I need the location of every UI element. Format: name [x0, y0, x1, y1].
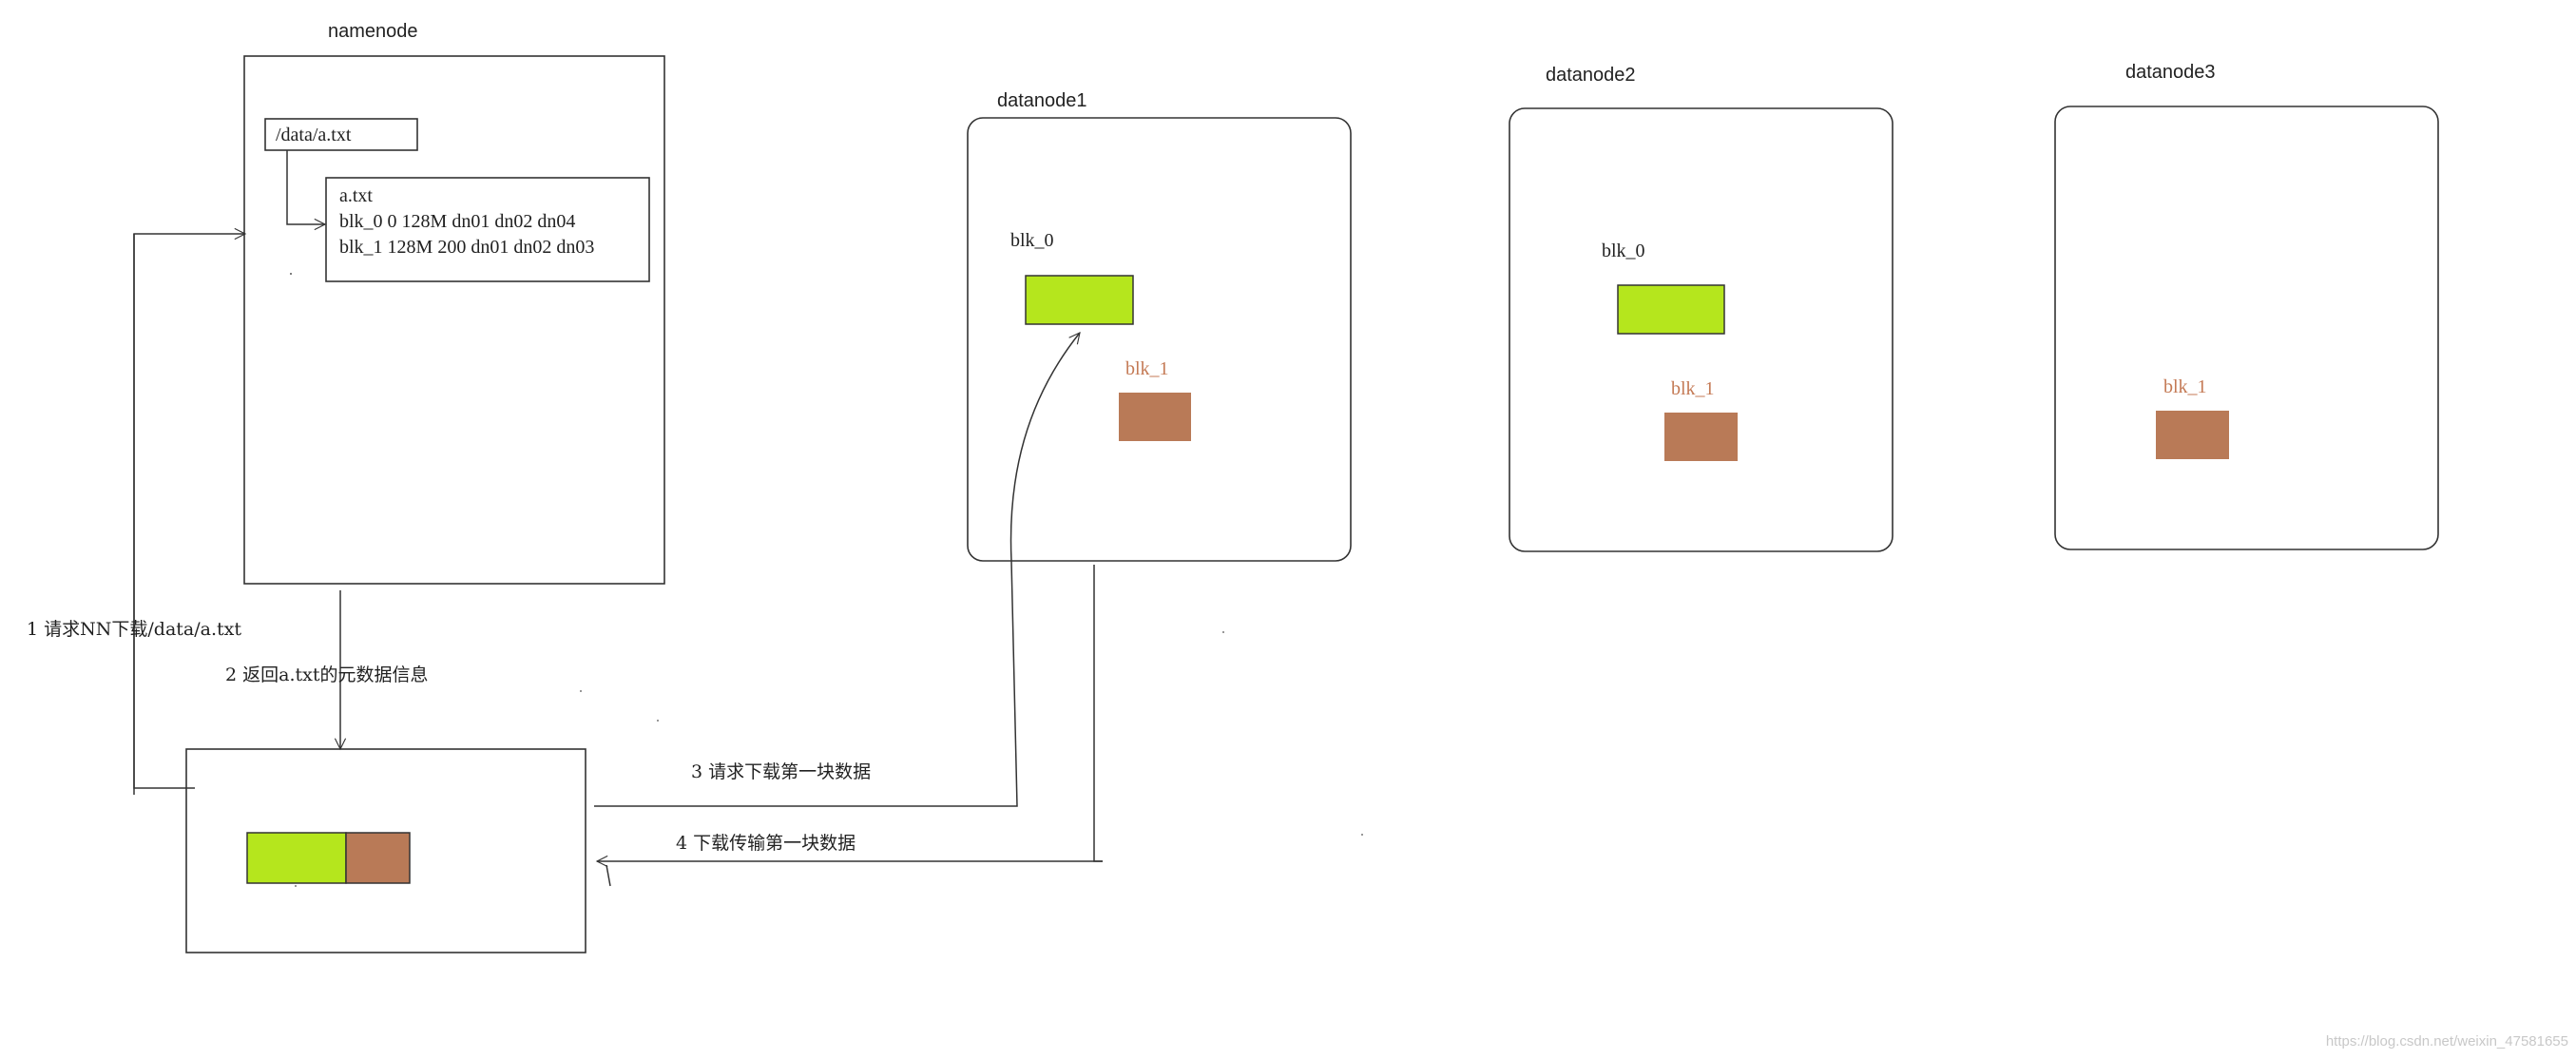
datanode3-group: datanode3 blk_1 — [2054, 62, 2439, 550]
datanode1-box — [967, 117, 1352, 562]
client-blk1-block — [345, 832, 411, 884]
stray-dot — [1222, 631, 1224, 633]
step3-group: 3 请求下载第一块数据 — [594, 332, 1081, 807]
datanode2-title: datanode2 — [1546, 65, 1636, 86]
datanode2-blk1-block — [1664, 413, 1738, 461]
namenode-path-text: /data/a.txt — [276, 125, 352, 145]
datanode1-blk0-block — [1025, 275, 1134, 325]
namenode-title: namenode — [328, 21, 418, 42]
step2-group: 2 返回a.txt的元数据信息 — [225, 590, 428, 751]
step1-arrow — [133, 227, 247, 789]
datanode3-blk1-block — [2156, 411, 2229, 459]
datanode1-title: datanode1 — [997, 90, 1087, 111]
namenode-group: namenode /data/a.txt a.txt blk_0 0 128M … — [243, 21, 665, 585]
datanode2-box — [1509, 107, 1894, 552]
path-to-metadata-arrow — [286, 150, 327, 231]
stray-dot — [657, 720, 659, 722]
step3-arrow — [594, 332, 1081, 807]
datanode3-title: datanode3 — [2125, 62, 2216, 83]
namenode-path-box — [264, 118, 418, 151]
stray-dot — [1361, 834, 1363, 836]
step4-label: 4 下载传输第一块数据 — [676, 833, 855, 854]
client-box — [185, 748, 586, 953]
namenode-box — [243, 55, 665, 585]
client-blk0-block — [246, 832, 347, 884]
step1-group: 1 请求NN下载/data/a.txt — [27, 227, 247, 795]
step4-vertical — [1093, 565, 1103, 862]
step4-group: 4 下载传输第一块数据 — [595, 565, 1103, 887]
step1-label: 1 请求NN下载/data/a.txt — [27, 619, 241, 640]
datanode2-blk0-block — [1617, 284, 1725, 335]
stray-dot — [295, 885, 297, 887]
datanode1-group: datanode1 blk_0 blk_1 — [967, 90, 1352, 562]
datanode3-box — [2054, 106, 2439, 550]
metadata-line-blk1: blk_1 128M 200 dn01 dn02 dn03 — [339, 237, 594, 258]
stray-dot — [580, 690, 582, 692]
datanode1-blk1-label: blk_1 — [1125, 358, 1169, 379]
datanode1-blk1-block — [1119, 393, 1191, 441]
metadata-line-blk0: blk_0 0 128M dn01 dn02 dn04 — [339, 211, 575, 232]
datanode2-blk1-label: blk_1 — [1671, 378, 1715, 399]
stray-dot — [290, 273, 292, 275]
client-group — [185, 748, 586, 953]
watermark: https://blog.csdn.net/weixin_47581655 — [2326, 1033, 2568, 1049]
step3-label: 3 请求下载第一块数据 — [691, 761, 871, 782]
datanode1-blk0-label: blk_0 — [1010, 230, 1054, 251]
step4-tail-tick — [606, 864, 611, 887]
datanode2-group: datanode2 blk_0 blk_1 — [1509, 65, 1894, 552]
metadata-line-file: a.txt — [339, 185, 373, 206]
datanode2-blk0-label: blk_0 — [1602, 241, 1645, 261]
datanode3-blk1-label: blk_1 — [2163, 376, 2207, 397]
step2-label: 2 返回a.txt的元数据信息 — [225, 664, 428, 685]
